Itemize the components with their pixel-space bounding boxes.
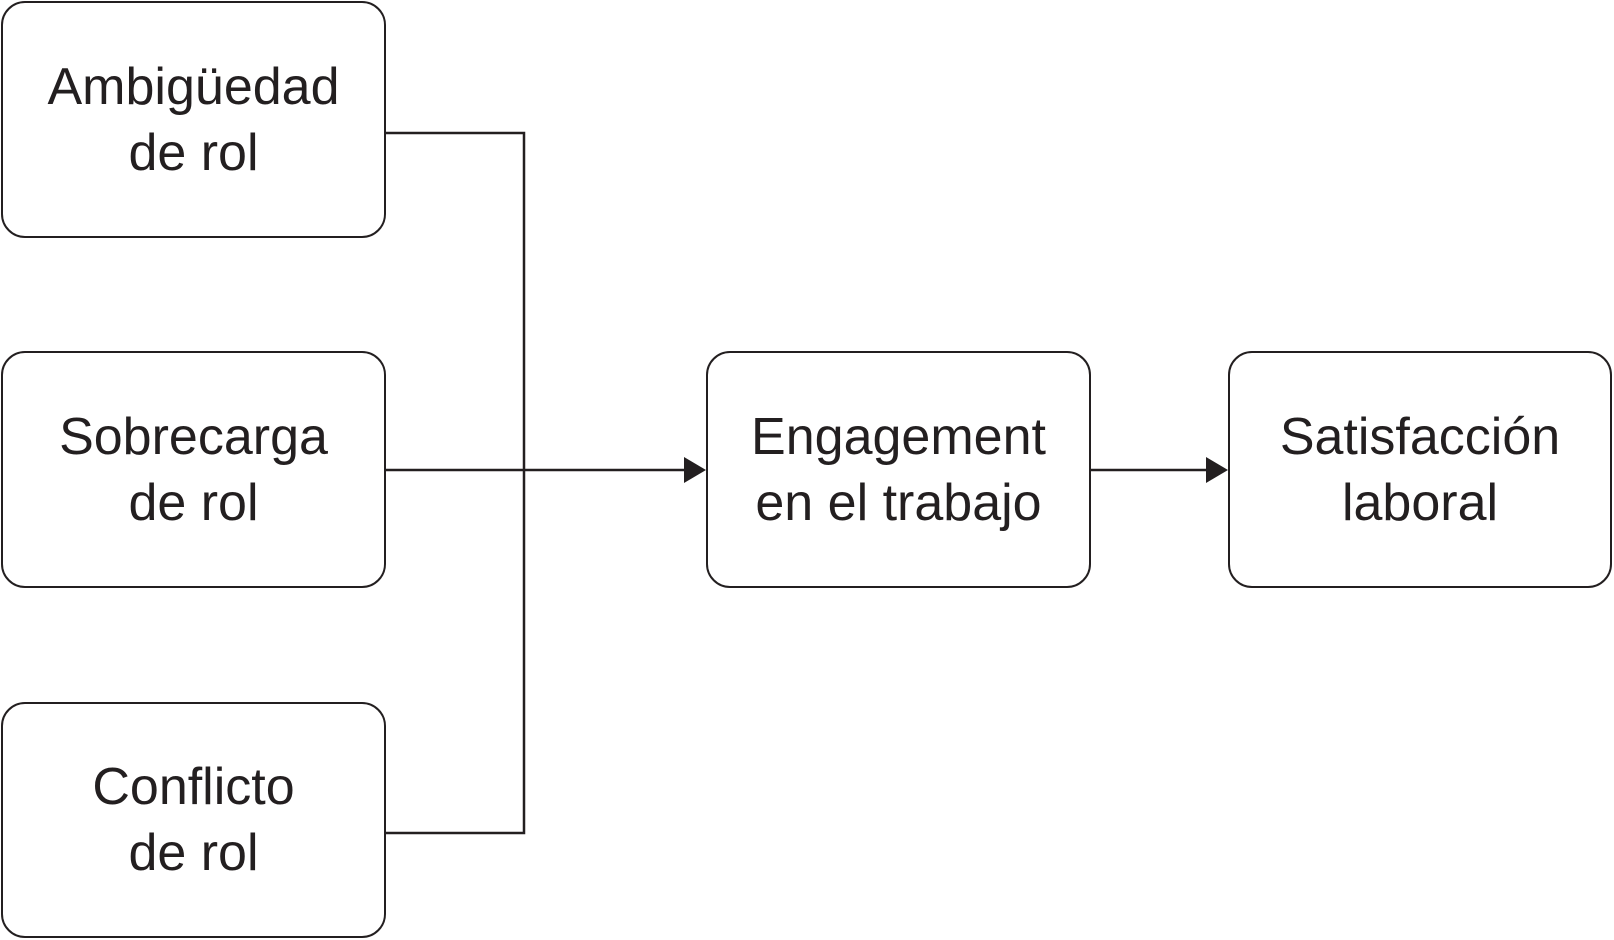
node-satisfaccion-line-1: Satisfacción	[1279, 407, 1561, 466]
node-engagement-en-el-trabajo: Engagement en el trabajo	[706, 351, 1091, 588]
node-ambiguedad-line-2: de rol	[128, 123, 259, 182]
arrowhead-to-engagement	[684, 457, 706, 483]
node-sobrecarga-line-1: Sobrecarga	[59, 407, 328, 466]
node-ambiguedad-de-rol: Ambigüedad de rol	[1, 1, 386, 238]
arrowhead-to-satisfaccion	[1206, 457, 1228, 483]
node-conflicto-line-1: Conflicto	[92, 758, 295, 816]
node-ambiguedad-line-1: Ambigüedad	[47, 57, 340, 116]
node-sobrecarga-de-rol: Sobrecarga de rol	[1, 351, 386, 588]
connector-conflicto	[386, 470, 526, 835]
node-satisfaccion-line-2: laboral	[1341, 473, 1499, 532]
node-engagement-line-2: en el trabajo	[755, 473, 1042, 532]
node-engagement-line-1: Engagement	[751, 407, 1046, 466]
node-conflicto-line-2: de rol	[128, 824, 259, 882]
connector-ambiguedad	[386, 131, 526, 470]
node-satisfaccion-laboral: Satisfacción laboral	[1228, 351, 1612, 588]
node-sobrecarga-line-2: de rol	[128, 473, 259, 532]
node-conflicto-de-rol: Conflicto de rol	[1, 702, 386, 938]
